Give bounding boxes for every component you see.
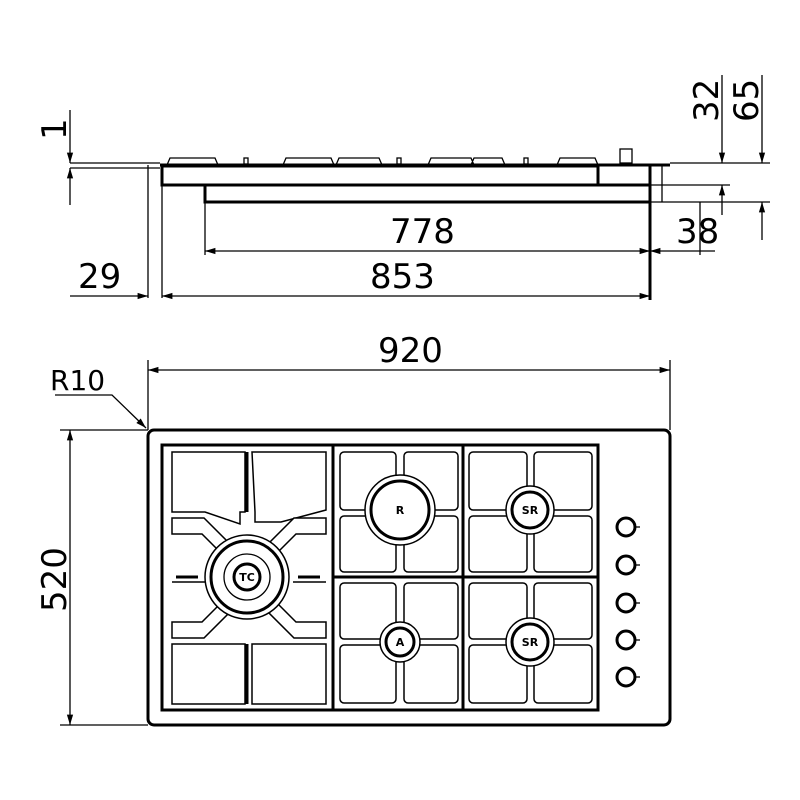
burner-sr-bottom: SR — [505, 617, 555, 667]
dim-65: 65 — [727, 79, 767, 122]
top-view: 920 520 R10 — [35, 331, 672, 727]
burner-a-label: A — [396, 636, 405, 649]
knob[interactable] — [615, 554, 640, 576]
dim-29: 29 — [78, 257, 121, 297]
dim-1: 1 — [35, 118, 75, 140]
grate-left — [171, 445, 335, 710]
knob[interactable] — [615, 629, 640, 651]
burner-sr-top-label: SR — [522, 504, 539, 517]
burner-sr-bottom-label: SR — [522, 636, 539, 649]
dim-778: 778 — [390, 212, 455, 252]
knob[interactable] — [615, 516, 640, 538]
burner-r: R — [364, 474, 436, 546]
hob-outline — [146, 428, 672, 727]
dim-r10: R10 — [50, 364, 105, 397]
burner-sr-top: SR — [505, 485, 555, 535]
hob-top-plate — [160, 164, 600, 187]
burner-a: A — [379, 621, 421, 663]
hob-body — [203, 183, 652, 204]
dim-853: 853 — [370, 257, 435, 297]
knob[interactable] — [615, 666, 640, 688]
grate-cells — [339, 451, 593, 704]
burner-caps-side — [166, 157, 599, 166]
knob[interactable] — [615, 592, 640, 614]
burner-r-label: R — [396, 504, 405, 517]
dim-520: 520 — [35, 547, 75, 612]
knob-side — [619, 148, 633, 164]
dim-38: 38 — [676, 212, 719, 252]
burner-tc: TC — [204, 534, 290, 620]
burner-tc-label: TC — [239, 571, 255, 584]
dim-920: 920 — [378, 331, 443, 371]
control-knobs — [615, 516, 640, 688]
dim-32: 32 — [687, 79, 727, 122]
side-view: 1 29 853 778 38 32 65 — [35, 75, 770, 300]
